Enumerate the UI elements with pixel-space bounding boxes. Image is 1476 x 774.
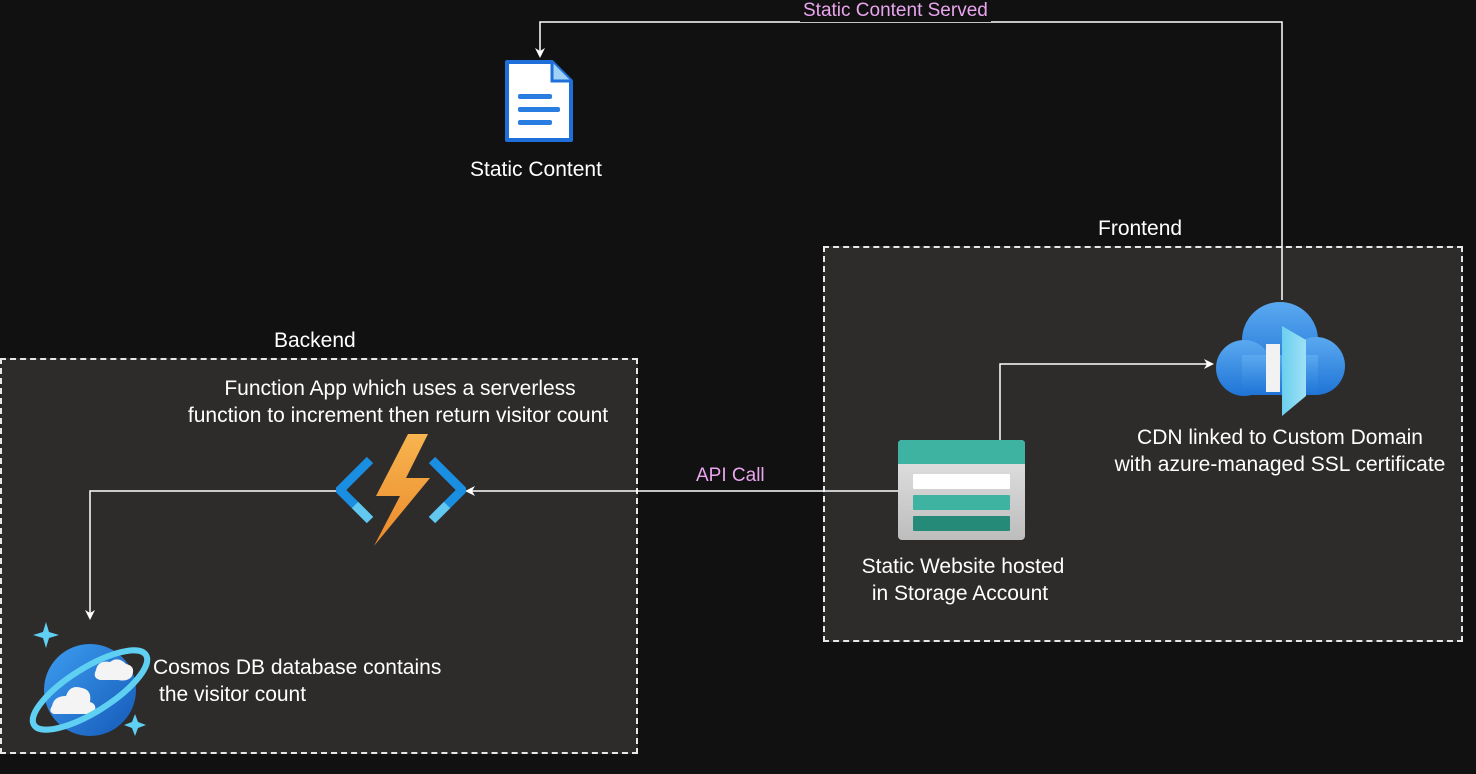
cosmos-label-line1: Cosmos DB database contains <box>153 656 442 679</box>
cosmos-label-line2: the visitor count <box>159 683 307 706</box>
cdn-label-line2: with azure-managed SSL certificate <box>1114 453 1446 476</box>
storage-label-line2: in Storage Account <box>871 582 1049 605</box>
function-app-label-line2: function to increment then return visito… <box>187 404 609 427</box>
function-app-icon <box>333 432 469 548</box>
static-content-served-label: Static Content Served <box>800 0 991 22</box>
edge-static-content-served <box>535 21 1283 300</box>
cdn-cloud-icon <box>1214 300 1346 418</box>
cdn-label-line1: CDN linked to Custom Domain <box>1137 426 1423 449</box>
static-content-label: Static Content <box>470 158 602 181</box>
storage-label-line1: Static Website hosted <box>861 555 1065 578</box>
edge-function-to-cosmos <box>85 490 337 620</box>
api-call-label: API Call <box>696 465 765 486</box>
backend-title: Backend <box>274 329 356 352</box>
edge-storage-to-cdn <box>999 359 1214 440</box>
storage-account-icon <box>898 440 1025 540</box>
function-app-label-line1: Function App which uses a serverless <box>224 377 576 400</box>
frontend-title: Frontend <box>1098 217 1183 240</box>
cosmos-db-icon <box>24 618 154 744</box>
document-icon <box>504 59 574 143</box>
